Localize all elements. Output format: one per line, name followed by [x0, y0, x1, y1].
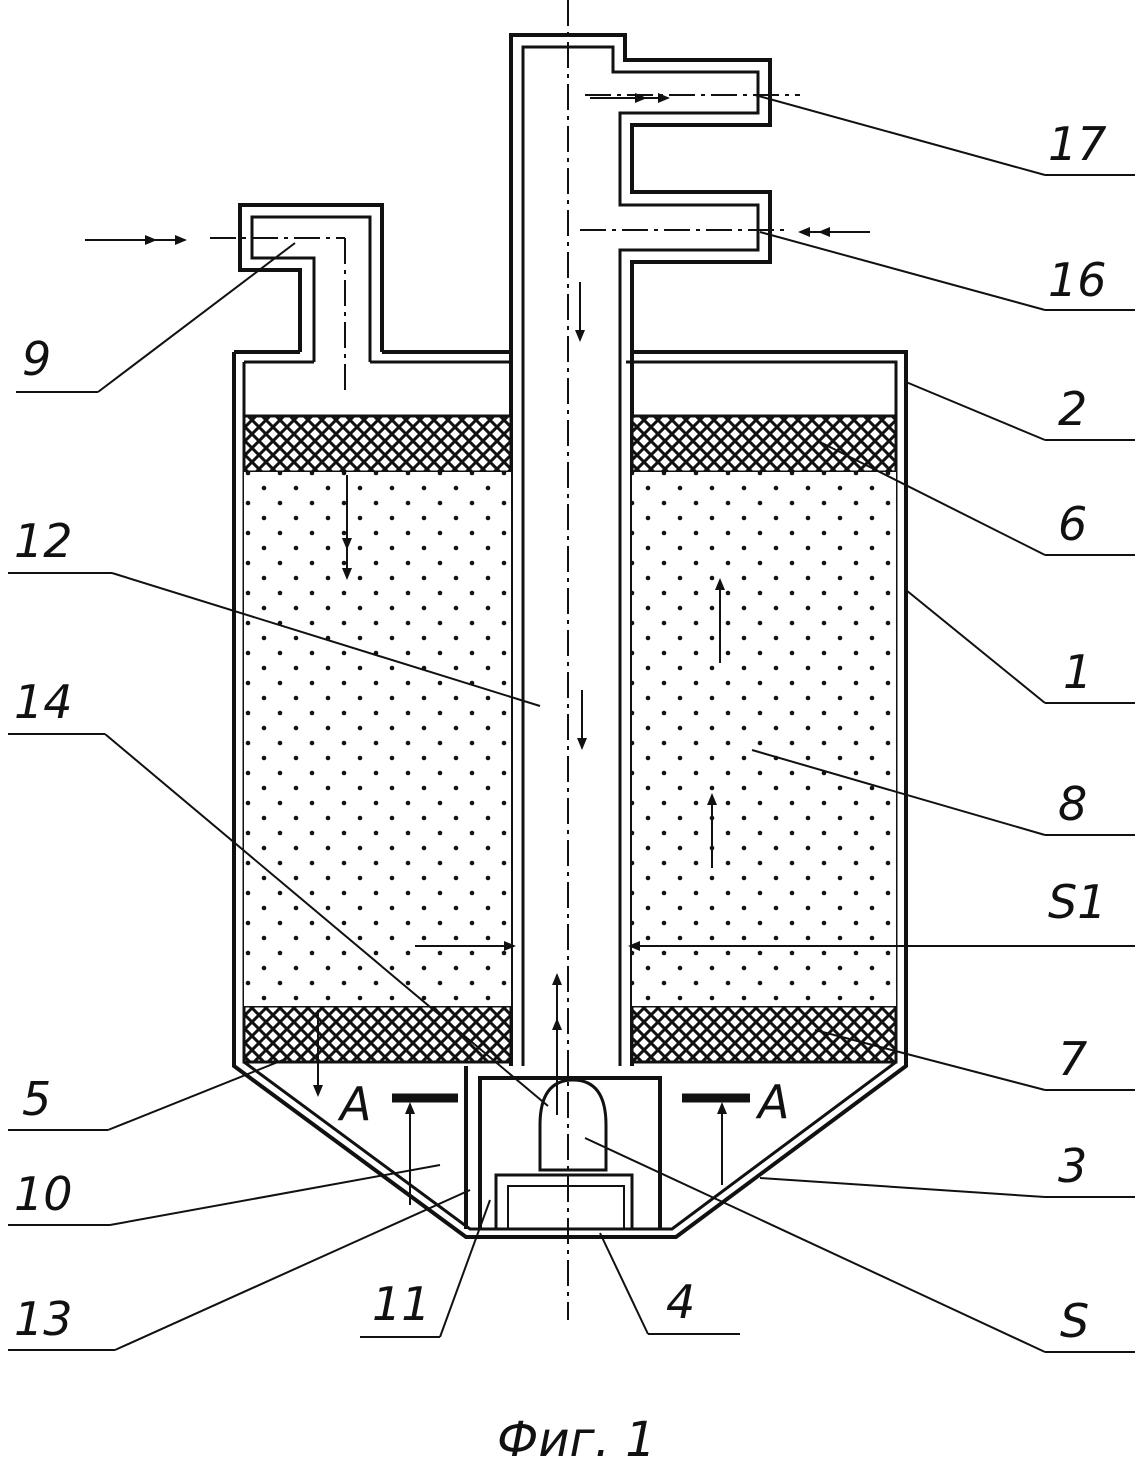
label-3: 3 — [1058, 1139, 1087, 1193]
label-16: 16 — [1048, 253, 1107, 307]
label-6: 6 — [1058, 497, 1087, 551]
inlet-pipe — [210, 203, 384, 395]
label-14: 14 — [14, 675, 73, 729]
label-5: 5 — [22, 1072, 51, 1126]
label-12: 12 — [14, 514, 73, 568]
label-7: 7 — [1058, 1032, 1087, 1086]
label-2: 2 — [1058, 382, 1087, 436]
bottom-mesh-left — [242, 1004, 513, 1064]
label-17: 17 — [1048, 117, 1107, 171]
section-marks — [392, 1093, 750, 1205]
label-S: S — [1060, 1294, 1089, 1348]
label-11: 11 — [372, 1277, 431, 1331]
label-8: 8 — [1058, 777, 1087, 831]
label-S1: S1 — [1048, 875, 1106, 929]
label-A-right: A — [755, 1075, 789, 1129]
bottom-mesh-right — [630, 1004, 898, 1064]
top-mesh-left — [242, 414, 513, 474]
central-tube — [509, 0, 800, 1320]
label-10: 10 — [14, 1167, 73, 1221]
filler-right — [632, 472, 896, 1006]
label-1: 1 — [1063, 645, 1092, 699]
figure-caption: Фиг. 1 — [497, 1412, 656, 1467]
labels: 9 17 16 2 6 1 8 S1 7 3 S 4 11 13 10 5 14… — [14, 117, 1107, 1348]
label-9: 9 — [22, 332, 51, 386]
label-4: 4 — [666, 1275, 695, 1329]
leader-lines — [8, 94, 1135, 1353]
flow-arrows — [85, 93, 1135, 1115]
label-A-left: A — [337, 1077, 371, 1131]
label-13: 13 — [14, 1292, 73, 1346]
bottom-assembly — [464, 1066, 662, 1229]
top-mesh-right — [630, 414, 898, 474]
filler-left — [244, 472, 511, 1006]
